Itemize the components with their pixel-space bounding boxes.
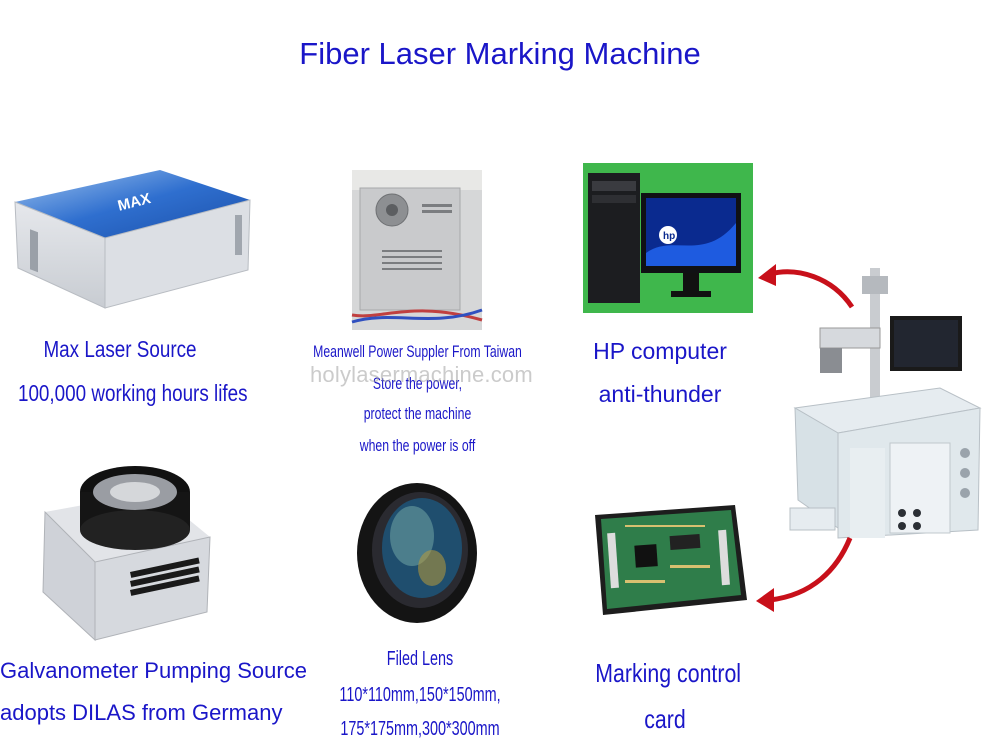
marking-machine-image bbox=[789, 268, 982, 539]
computer-caption-1: HP computer bbox=[593, 338, 727, 364]
laser-source-caption-2: 100,000 working hours lifes bbox=[17, 380, 248, 406]
page-title: Fiber Laser Marking Machine bbox=[299, 36, 701, 71]
galvanometer-caption-2: adopts DILAS from Germany bbox=[0, 700, 283, 725]
galvanometer-image bbox=[42, 466, 211, 642]
arrow-to-computer bbox=[758, 264, 855, 309]
lens-caption-1: Filed Lens bbox=[386, 648, 454, 670]
control-card-caption-1: Marking control bbox=[595, 658, 742, 688]
laser-source-image: MAX bbox=[14, 170, 251, 309]
field-lens-image bbox=[357, 483, 477, 623]
arrow-to-control-card bbox=[756, 537, 853, 612]
power-supply-caption-4: when the power is off bbox=[359, 436, 476, 455]
lens-caption-3: 175*175mm,300*300mm bbox=[340, 718, 500, 740]
power-supply-image bbox=[351, 170, 483, 330]
laser-source-caption-1: Max Laser Source bbox=[43, 336, 197, 362]
lens-caption-2: 110*110mm,150*150mm, bbox=[339, 684, 501, 706]
hp-computer-image: hp bbox=[583, 163, 753, 313]
power-supply-caption-1: Meanwell Power Suppler From Taiwan bbox=[313, 342, 522, 361]
control-card-image bbox=[595, 505, 747, 615]
svg-text:hp: hp bbox=[663, 231, 675, 242]
watermark: holylasermachine.com bbox=[310, 362, 533, 387]
control-card-caption-2: card bbox=[644, 704, 686, 734]
power-supply-caption-3: protect the machine bbox=[363, 404, 472, 423]
power-supply-caption-2: Store the power, bbox=[372, 374, 463, 393]
galvanometer-caption-1: Galvanometer Pumping Source bbox=[0, 658, 307, 683]
computer-caption-2: anti-thunder bbox=[598, 381, 722, 407]
